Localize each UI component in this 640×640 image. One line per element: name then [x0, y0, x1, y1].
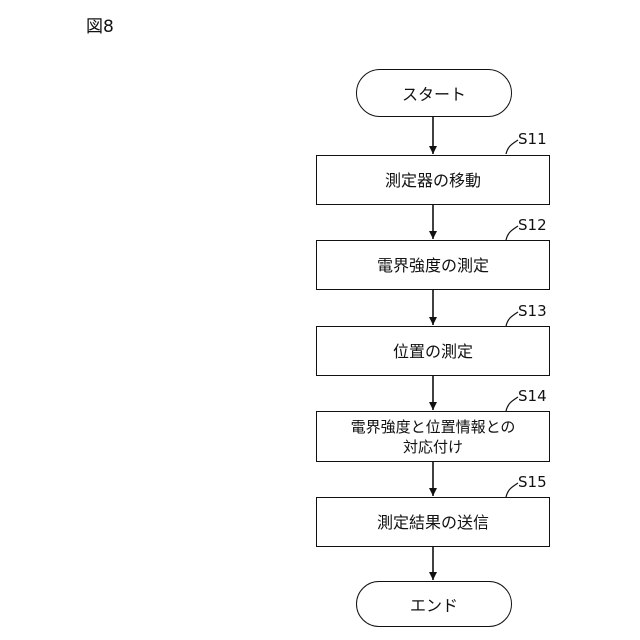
step-s14-text-line1: 電界強度と位置情報との [351, 417, 516, 437]
step-s11-box: 測定器の移動 [316, 155, 550, 205]
step-s15-box: 測定結果の送信 [316, 497, 550, 547]
step-s14-label: S14 [518, 387, 547, 405]
step-s13-text: 位置の測定 [393, 341, 473, 362]
start-terminal: スタート [356, 69, 512, 117]
step-s13-label: S13 [518, 302, 547, 320]
step-s12-text: 電界強度の測定 [377, 255, 489, 276]
step-s15-text: 測定結果の送信 [377, 512, 489, 533]
step-s15-label: S15 [518, 473, 547, 491]
step-s12-label: S12 [518, 216, 547, 234]
leader-s11 [506, 140, 518, 154]
leader-s12 [506, 226, 518, 240]
step-s14-text-line2: 対応付け [403, 437, 463, 457]
step-s11-label: S11 [518, 130, 547, 148]
leader-s13 [506, 312, 518, 326]
end-terminal: エンド [356, 581, 512, 627]
step-s13-box: 位置の測定 [316, 326, 550, 376]
leader-s14 [506, 397, 518, 411]
step-s14-box: 電界強度と位置情報との 対応付け [316, 411, 550, 462]
leader-s15 [506, 483, 518, 497]
step-s12-box: 電界強度の測定 [316, 240, 550, 290]
step-s11-text: 測定器の移動 [385, 170, 481, 191]
